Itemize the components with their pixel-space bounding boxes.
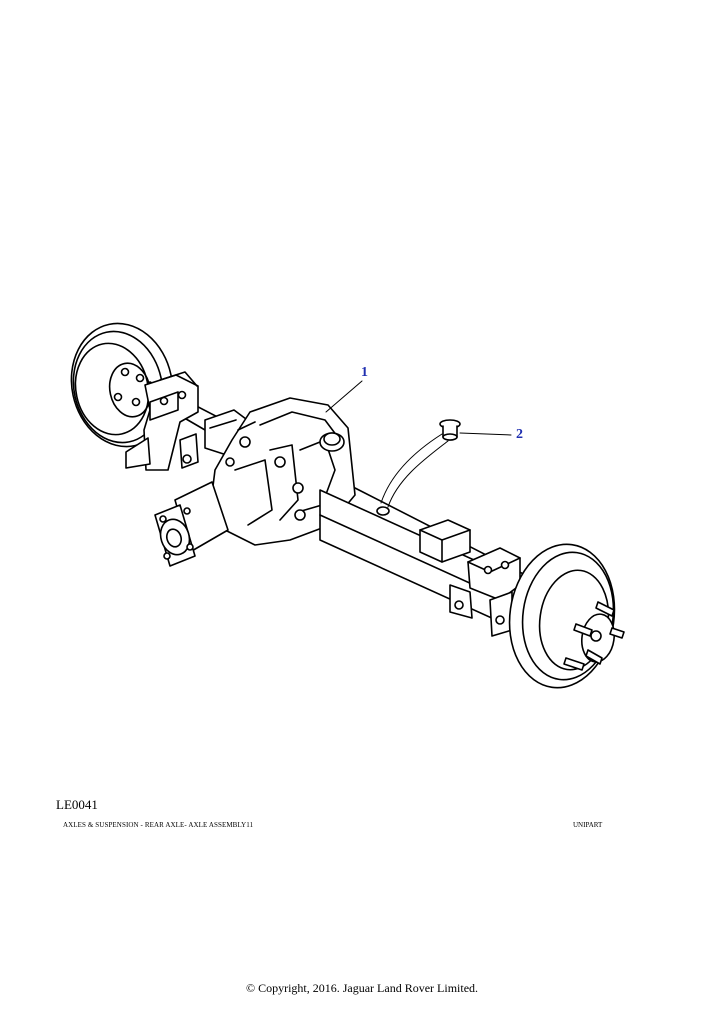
wheel-studs	[563, 601, 625, 671]
right-brake-drum	[508, 543, 616, 689]
differential-housing	[209, 397, 356, 546]
right-spring-mount	[449, 547, 521, 637]
left-brake-drum	[70, 322, 174, 448]
callout-2-label: 2	[516, 427, 523, 442]
pinion-flange	[154, 481, 229, 567]
brand-label: UNIPART	[573, 821, 603, 829]
copyright-notice: © Copyright, 2016. Jaguar Land Rover Lim…	[245, 981, 479, 995]
callout-1-label: 1	[361, 365, 368, 380]
diagram-caption: AXLES & SUSPENSION - REAR AXLE- AXLE ASS…	[63, 821, 254, 829]
figure-code: LE0041	[56, 797, 98, 812]
part-2-plug	[439, 419, 461, 441]
leader-lines	[325, 380, 512, 508]
